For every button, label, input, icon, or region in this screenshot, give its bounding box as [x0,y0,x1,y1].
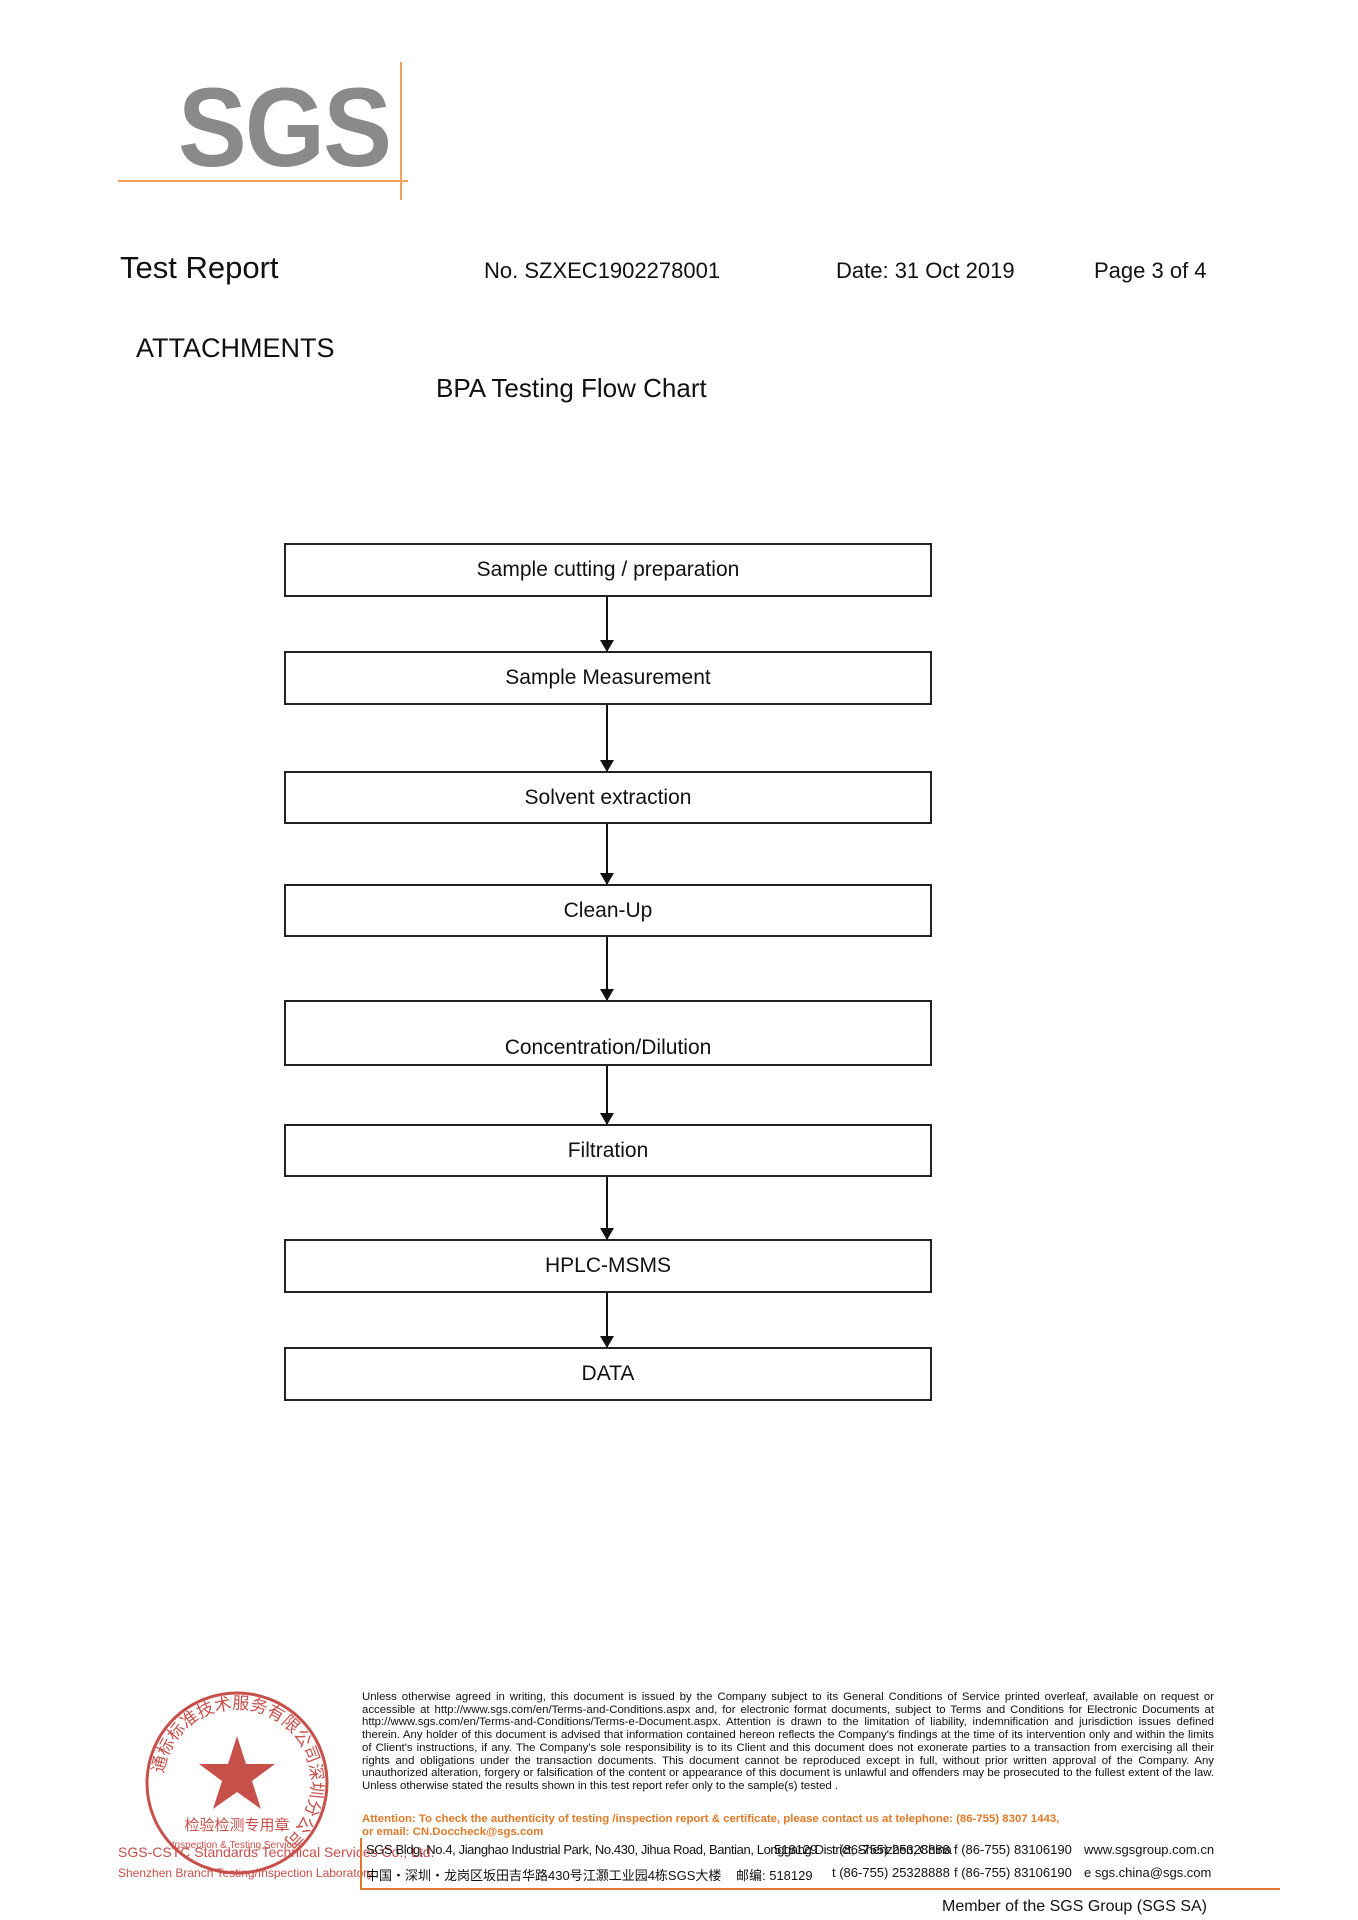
footer-divider-vertical [360,1838,362,1890]
group-membership: Member of the SGS Group (SGS SA) [942,1898,1207,1915]
telephone-english: t (86-755) 25328888 [832,1842,950,1857]
flow-arrow [600,705,614,772]
flow-step-data: DATA [284,1347,932,1401]
flow-step-hplc-msms: HPLC-MSMS [284,1239,932,1293]
report-date: Date: 31 Oct 2019 [836,258,1015,283]
telephone-chinese: t (86-755) 25328888 [832,1865,950,1880]
svg-text:检验检测专用章: 检验检测专用章 [184,1816,289,1834]
fax-english: f (86-755) 83106190 [954,1842,1072,1857]
flow-arrow [600,1293,614,1348]
company-seal-stamp: 通标标准技术服务有限公司深圳分公司 检验检测专用章 Inspection & T… [145,1691,329,1875]
postcode-english: 518129 [774,1842,818,1857]
stamp-caption-company: SGS-CSTC Standards Technical Services Co… [118,1844,435,1860]
fax-chinese: f (86-755) 83106190 [954,1865,1072,1880]
postcode-chinese: 邮编: 518129 [736,1868,813,1883]
flow-arrow [600,597,614,652]
flow-step-filtration: Filtration [284,1124,932,1177]
svg-text:Inspection & Testing Services: Inspection & Testing Services [172,1840,302,1851]
flow-chart-title: BPA Testing Flow Chart [436,373,707,403]
logo-rule-vertical [400,62,402,200]
flow-step-clean-up: Clean-Up [284,884,932,937]
flow-arrow [600,1177,614,1240]
report-number: No. SZXEC1902278001 [484,258,721,283]
sgs-logo: SGS [118,62,418,204]
website-link[interactable]: www.sgsgroup.com.cn [1084,1842,1215,1857]
address-english: SGS Bldg, No.4, Jianghao Industrial Park… [366,1842,952,1857]
legal-disclaimer: Unless otherwise agreed in writing, this… [362,1691,1214,1792]
flow-step-concentration-dilution: Concentration/Dilution [284,1000,932,1066]
flow-step-sample-preparation: Sample cutting / preparation [284,543,932,597]
flow-step-sample-measurement: Sample Measurement [284,651,932,705]
page-indicator: Page 3 of 4 [1094,258,1207,283]
authenticity-email: or email: CN.Doccheck@sgs.com [362,1826,544,1838]
authenticity-notice: Attention: To check the authenticity of … [362,1813,1060,1825]
logo-text: SGS [178,65,392,190]
address-chinese: 中国・深圳・龙岗区坂田吉华路430号江灏工业园4栋SGS大楼 [366,1868,722,1883]
flow-arrow [600,1066,614,1125]
stamp-caption-branch: Shenzhen Branch Testing/Inspection Labor… [118,1866,374,1880]
flow-arrow [600,824,614,885]
flow-arrow [600,937,614,1001]
logo-rule-horizontal [118,180,408,182]
contact-email[interactable]: e sgs.china@sgs.com [1084,1865,1212,1880]
flow-step-solvent-extraction: Solvent extraction [284,771,932,824]
document-title: Test Report [120,250,279,285]
footer-divider-horizontal [360,1888,1280,1890]
section-title: ATTACHMENTS [136,333,335,363]
